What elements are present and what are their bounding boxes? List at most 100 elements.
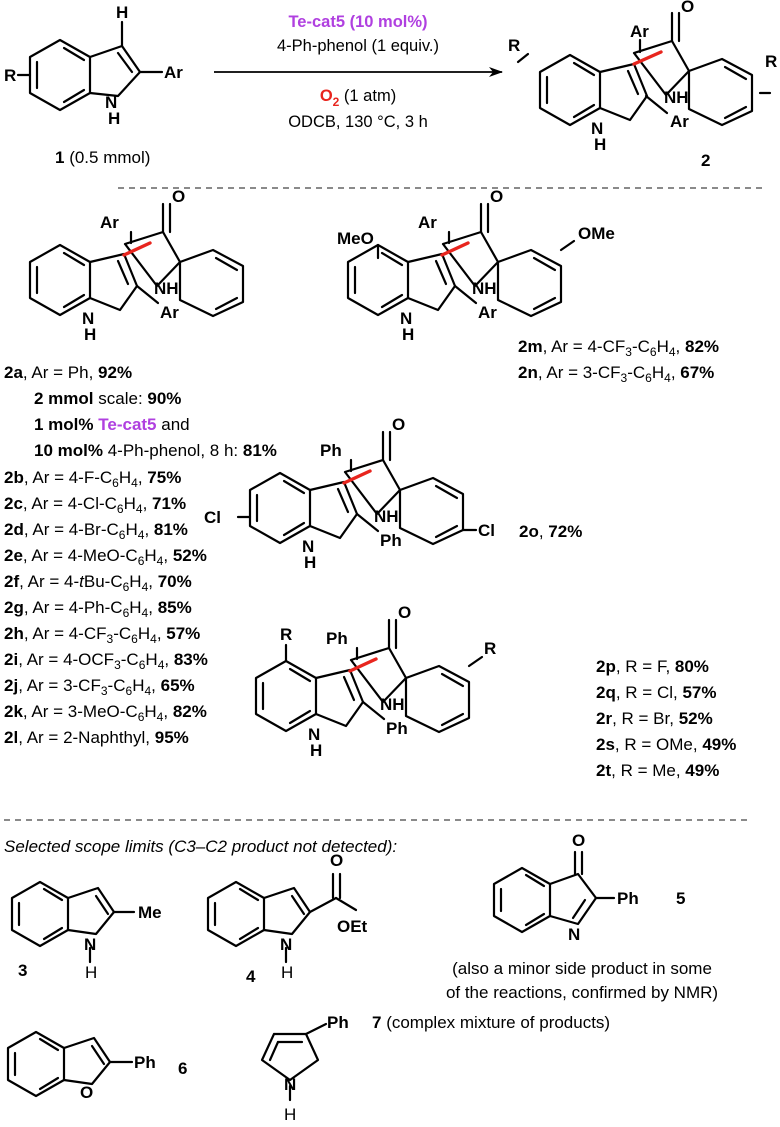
n-atom: N [82,309,94,328]
nh-hydrogen: H [594,135,606,154]
h-atom: H [85,963,97,982]
scope-entry-2t: 2t, R = Me, 49% [596,761,719,780]
ph-group: Ph [380,531,402,550]
n-atom: N [568,925,580,944]
scope-entry-2a-lowcat-2: 10 mol% 4-Ph-phenol, 8 h: 81% [34,441,277,460]
o-atom: O [681,0,694,16]
conditions-label: ODCB, 130 °C, 3 h [288,113,428,131]
r-substituent: R [4,66,16,85]
scope-entry-2b: 2b, Ar = 4-F-C6H4, 75% [4,468,181,490]
ph-group: Ph [617,889,639,908]
ar-group: Ar [670,112,689,131]
n-atom: N [105,93,117,112]
compound-label-3: 3 [18,961,27,980]
scope-entry-2j: 2j, Ar = 3-CF3-C6H4, 65% [4,676,195,698]
scope-entry-2i: 2i, Ar = 4-OCF3-C6H4, 83% [4,650,208,672]
compound-label-4: 4 [246,967,256,986]
o-atom: O [490,187,503,206]
h-atom: H [284,1105,296,1124]
nh-group: NH [664,88,689,107]
starting-material-1: H Ar R N H [4,3,183,128]
o-atom: O [80,1083,93,1102]
n-atom: N [84,935,96,954]
r-substituent: R [280,625,292,644]
n-atom: N [284,1075,296,1094]
compound-label-7: 7 (complex mixture of products) [372,1013,610,1032]
nh-group: NH [472,279,497,298]
cl-substituent: Cl [478,521,495,540]
scope-entry-2q: 2q, R = Cl, 57% [596,683,716,702]
nh-hydrogen: H [108,109,120,128]
nh-group: NH [154,279,179,298]
nh-hydrogen: H [310,741,322,760]
r-substituent: R [765,52,777,71]
ar-group: Ar [630,22,649,41]
scope-entry-2r: 2r, R = Br, 52% [596,709,713,728]
scope-entry-2m: 2m, Ar = 4-CF3-C6H4, 82% [518,337,719,359]
ar-group: Ar [160,303,179,322]
scope-entry-2p: 2p, R = F, 80% [596,657,709,676]
sm-label: 1 (0.5 mmol) [55,148,150,167]
oet-group: OEt [337,917,368,936]
scope-entry-2s: 2s, R = OMe, 49% [596,735,736,754]
scope-entry-2k: 2k, Ar = 3-MeO-C6H4, 82% [4,702,207,724]
ar-group: Ar [100,213,119,232]
n-atom: N [280,935,292,954]
h-atom: H [116,3,128,22]
ar-group: Ar [164,63,183,82]
scope-entry-2d: 2d, Ar = 4-Br-C6H4, 81% [4,520,188,542]
cl-substituent: Cl [204,508,221,527]
n-atom: N [591,119,603,138]
scope-entry-2f: 2f, Ar = 4-tBu-C6H4, 70% [4,572,192,594]
nh-group: NH [374,507,399,526]
compound-label-6: 6 [178,1059,187,1078]
ph-group: Ph [134,1053,156,1072]
scope-entry-2n: 2n, Ar = 3-CF3-C6H4, 67% [518,363,714,385]
ph-group: Ph [326,629,348,648]
note-5-line1: (also a minor side product in some [452,959,712,978]
me-group: Me [138,903,162,922]
meo-substituent: MeO [337,229,374,248]
o-atom: O [572,831,585,850]
nh-hydrogen: H [304,553,316,572]
structure-2m-2n: MeO OMe Ar O NH Ar N H [337,187,615,344]
r-substituent: R [508,36,520,55]
nh-hydrogen: H [402,325,414,344]
scope-list-2m-2n: 2m, Ar = 4-CF3-C6H4, 82% 2n, Ar = 3-CF3-… [518,337,719,385]
scope-list-2p-2t: 2p, R = F, 80% 2q, R = Cl, 57% 2r, R = B… [596,657,736,780]
compound-5: O Ph N 5 (also a minor side product in s… [446,831,718,1002]
oxidant-label: O2 (1 atm) [320,87,396,109]
scope-entry-2e: 2e, Ar = 4-MeO-C6H4, 52% [4,546,207,568]
compound-7: N H Ph 7 (complex mixture of products) [260,1013,610,1124]
catalyst-label: Te-cat5 (10 mol%) [288,13,427,31]
ph-group: Ph [386,719,408,738]
scope-list-2a-2l: 2a, Ar = Ph, 92% 2 mmol scale: 90% 1 mol… [4,363,277,747]
nh-hydrogen: H [84,325,96,344]
scope-entry-2a: 2a, Ar = Ph, 92% [4,363,132,382]
scope-entry-2o: 2o, 72% [519,522,582,541]
o-atom: O [398,603,411,622]
compound-4: O OEt N H 4 [206,851,368,986]
scope-entry-2h: 2h, Ar = 4-CF3-C6H4, 57% [4,624,200,646]
ar-group: Ar [478,303,497,322]
product-2: R Ar O NH R Ar N H [508,0,777,154]
o-atom: O [172,187,185,206]
additive-label: 4-Ph-phenol (1 equiv.) [277,37,439,55]
compound-label-5: 5 [676,889,685,908]
scope-entry-2a-scaleup: 2 mmol scale: 90% [34,389,181,408]
ph-group: Ph [320,441,342,460]
r-substituent: R [484,639,496,658]
scope-entry-2l: 2l, Ar = 2-Naphthyl, 95% [4,728,189,747]
o-atom: O [392,415,405,434]
scope-entry-2c: 2c, Ar = 4-Cl-C6H4, 71% [4,494,186,516]
scope-entry-2g: 2g, Ar = 4-Ph-C6H4, 85% [4,598,192,620]
ome-substituent: OMe [578,224,615,243]
structure-2p-2t: R R Ph O NH Ph N H [254,603,496,760]
limits-heading: Selected scope limits (C3–C2 product not… [4,837,397,856]
nh-group: NH [380,695,405,714]
n-atom: N [400,309,412,328]
compound-3: Me N H 3 [10,880,162,982]
note-5-line2: of the reactions, confirmed by NMR) [446,983,718,1002]
ar-group: Ar [418,213,437,232]
